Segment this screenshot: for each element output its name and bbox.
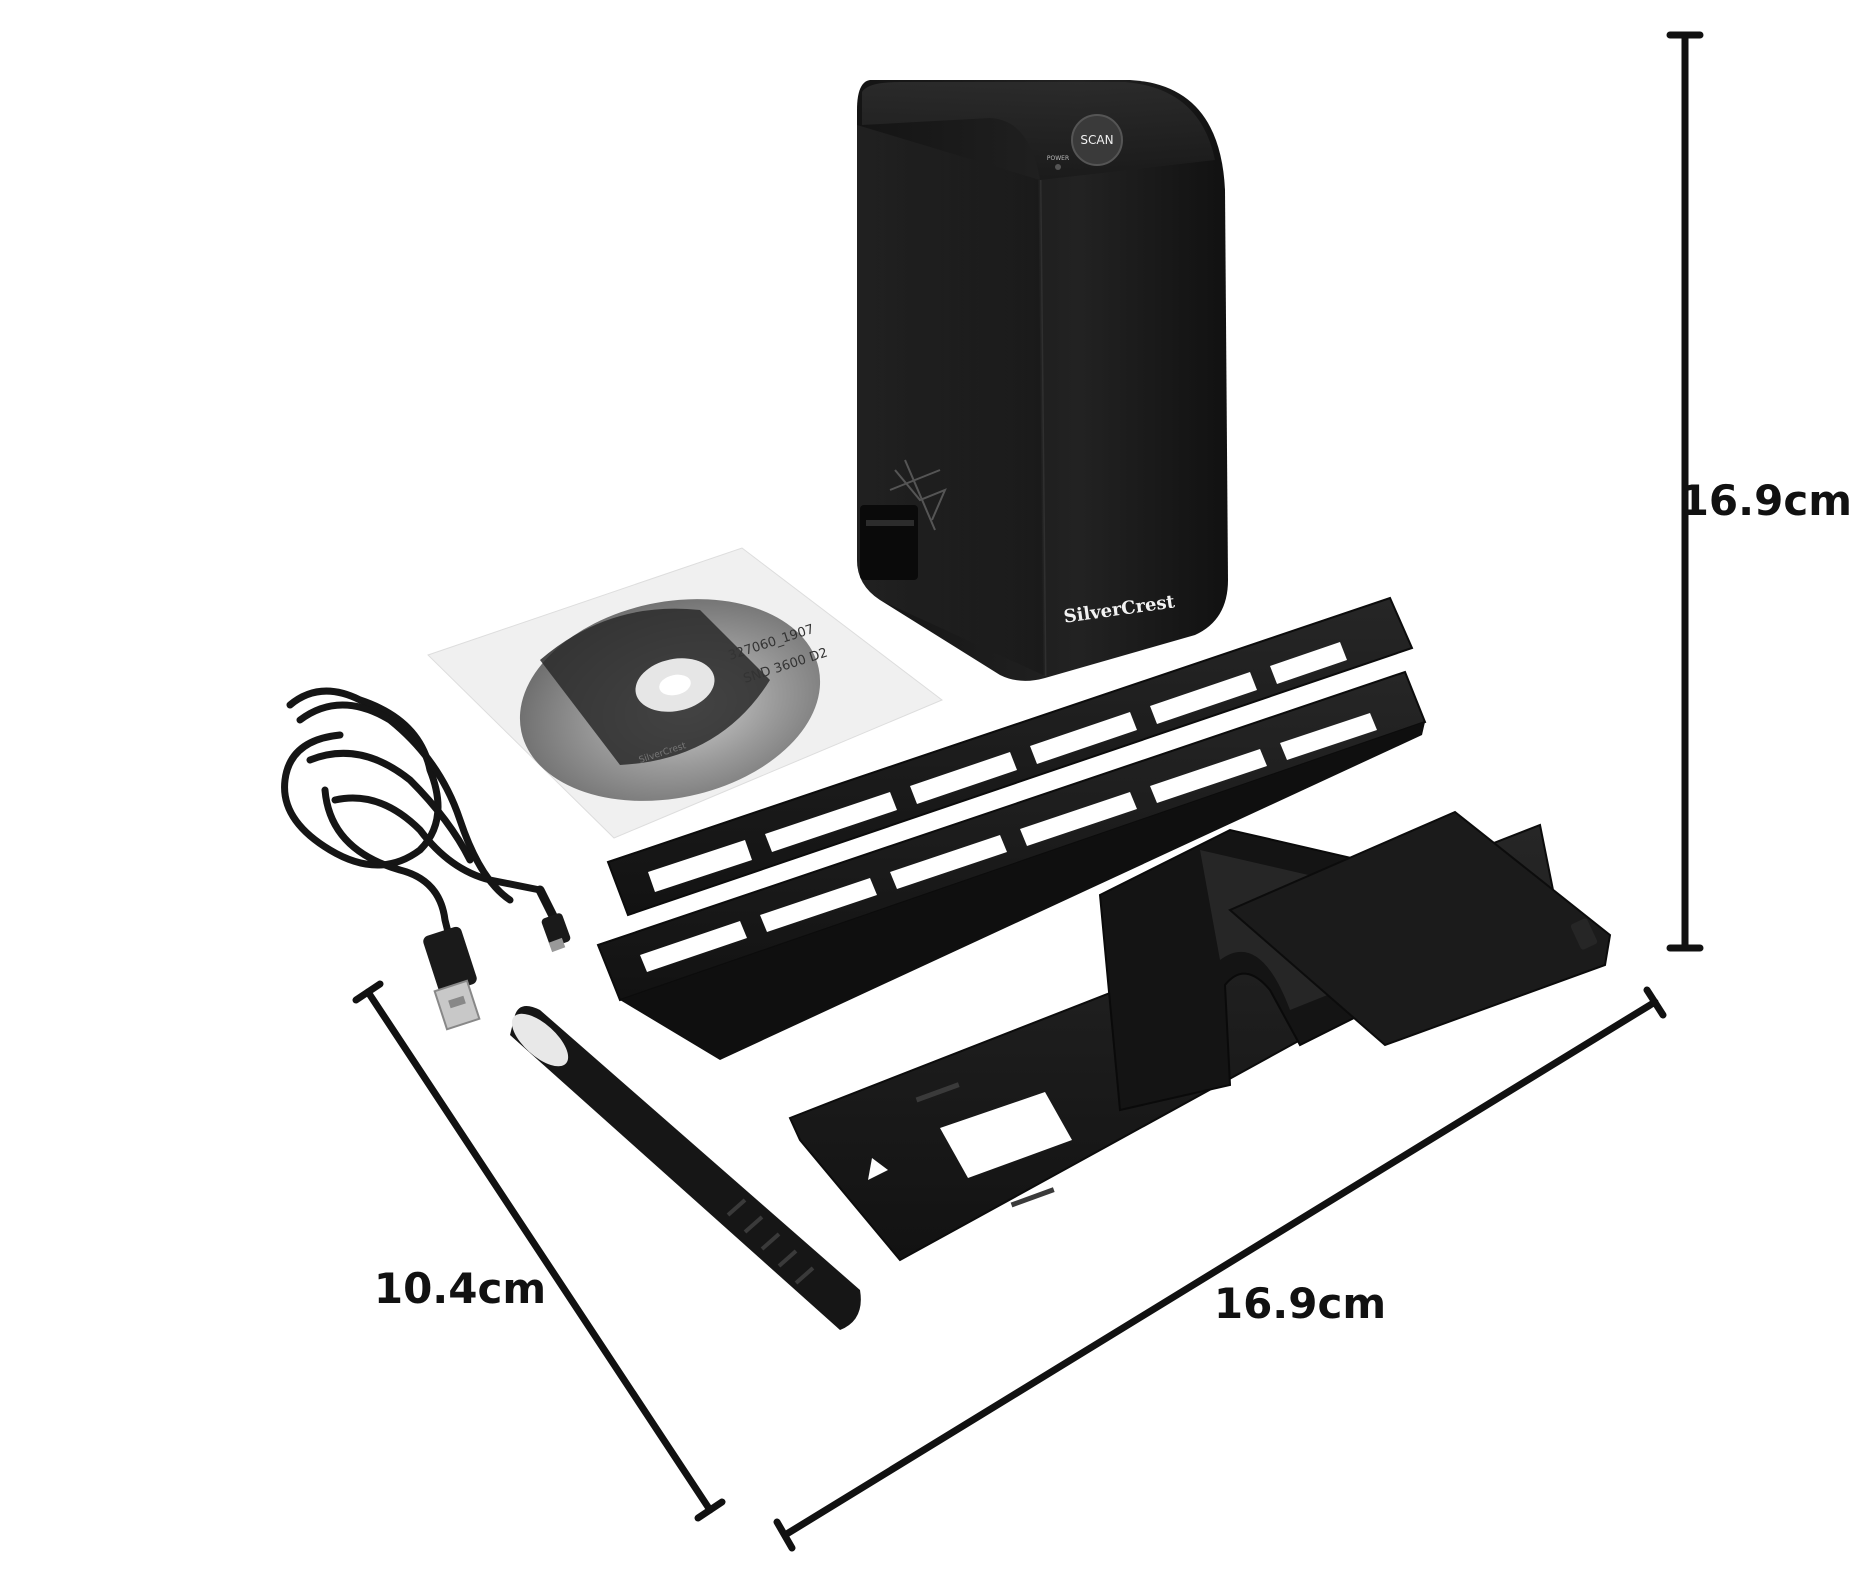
slide-holder-icon	[788, 810, 1612, 1262]
power-led	[1055, 164, 1061, 170]
dimension-lines	[352, 31, 1704, 1552]
software-cd: 327060_1907 SND 3600 D2 SilverCrest	[427, 547, 943, 839]
scan-button: SCAN	[1071, 114, 1123, 166]
usb-plug	[423, 926, 481, 1031]
film-scanner-device: SCAN POWER SilverCrest	[857, 80, 1228, 681]
depth-dimension-line	[364, 988, 714, 1514]
usb-cable-icon	[281, 687, 565, 964]
film-icon	[889, 459, 947, 531]
cleaning-brush-icon	[510, 1006, 861, 1330]
film-holder-icon	[596, 596, 1427, 1060]
depth-label: 10.4cm	[374, 1264, 546, 1313]
width-dimension-line	[781, 998, 1659, 1539]
scan-button-label: SCAN	[1080, 133, 1113, 147]
width-label: 16.9cm	[1214, 1279, 1386, 1328]
film-slot	[860, 505, 918, 580]
height-label: 16.9cm	[1680, 476, 1852, 525]
power-label: POWER	[1047, 155, 1069, 162]
